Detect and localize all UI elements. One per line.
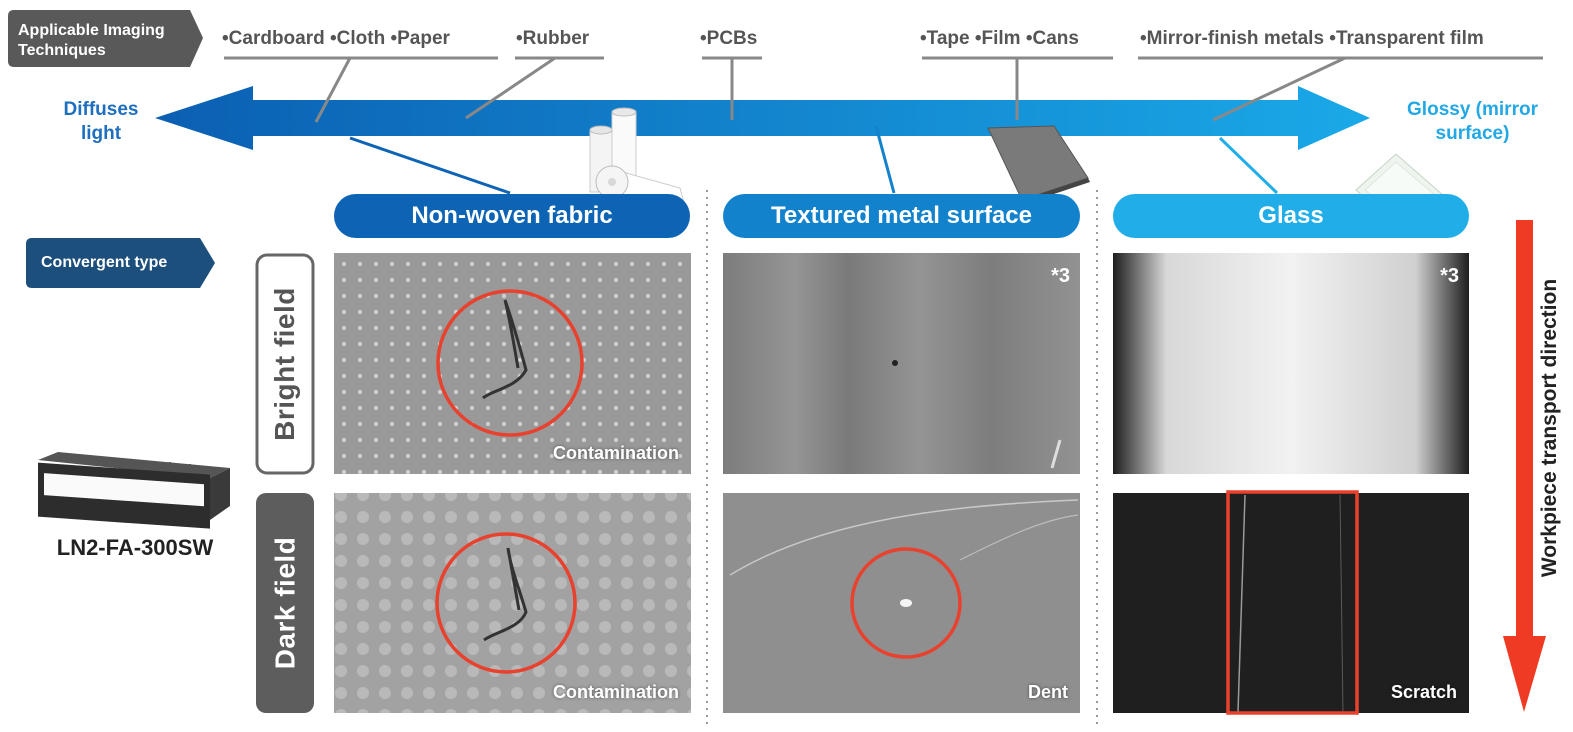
applicable-imaging-techniques-label: Applicable Imaging Techniques xyxy=(18,22,165,59)
panel-nonwoven-bright xyxy=(334,253,691,474)
materials-group-1: •Cardboard •Cloth •Paper xyxy=(222,28,450,49)
materials-group-3: •PCBs xyxy=(700,28,758,49)
panel-glass-dark-overlay: Scratch xyxy=(1113,493,1469,713)
pill-bg-nonwoven xyxy=(334,194,690,238)
panel-glass-bright xyxy=(1113,253,1469,474)
model-name: LN2-FA-300SW xyxy=(56,535,214,560)
leader-glass xyxy=(1218,136,1279,195)
panel-nonwoven-bright-overlay: Contamination xyxy=(334,253,691,474)
note-glass: *3 xyxy=(1440,265,1459,287)
gloss-axis-arrow xyxy=(155,86,1370,150)
row-label-box-dark xyxy=(256,493,314,713)
note-metal: *3 xyxy=(1051,265,1070,287)
panel-metal-dark-overlay: Dent xyxy=(723,493,1080,713)
column-textured-metal: Textured metal surface xyxy=(771,202,1032,229)
label-scratch: Scratch xyxy=(1390,682,1457,702)
materials-group-2: •Rubber xyxy=(516,28,590,49)
panel-nonwoven-dark-overlay: Contamination xyxy=(334,493,691,713)
transport-direction-text: Workpiece transport direction xyxy=(1538,278,1561,577)
convergent-tag-shape xyxy=(26,238,215,288)
row-bright-field: Bright field xyxy=(257,255,313,473)
label-dent: Dent xyxy=(1028,682,1068,702)
pill-bg-glass xyxy=(1113,194,1469,238)
diffuses-light-label: Diffuses light xyxy=(63,99,139,144)
panel-metal-bright xyxy=(723,253,1080,474)
materials-group-4: •Tape •Film •Cans xyxy=(920,28,1079,49)
materials-group-5: •Mirror-finish metals •Transparent film xyxy=(1140,28,1484,49)
metal-sheet-icon xyxy=(987,125,1090,204)
transport-direction-arrow xyxy=(1503,220,1546,712)
material-underlines xyxy=(224,56,1543,123)
row-dark-field: Dark field xyxy=(256,493,314,713)
convergent-type-label: Convergent type xyxy=(41,254,168,271)
column-nonwoven-fabric: Non-woven fabric xyxy=(411,202,613,229)
row-label-box-bright xyxy=(255,253,315,475)
leader-nonwoven xyxy=(349,136,511,195)
label-contamination-bright: Contamination xyxy=(553,443,679,463)
pill-bg-metal xyxy=(723,194,1080,238)
label-contamination-dark: Contamination xyxy=(553,682,679,702)
header-tag-shape xyxy=(8,10,203,67)
row-dark-field-text: Dark field xyxy=(269,536,301,670)
panel-nonwoven-dark xyxy=(334,493,691,713)
glossy-label: Glossy (mirror surface) xyxy=(1407,99,1538,144)
transport-direction-label: Workpiece transport direction xyxy=(1530,235,1570,620)
panel-glass-dark xyxy=(1113,490,1469,715)
leader-metal xyxy=(874,125,896,194)
panel-metal-dark xyxy=(723,493,1080,713)
panel-glass-bright-overlay: *3 xyxy=(1113,253,1469,474)
panel-metal-bright-overlay: *3 xyxy=(723,253,1080,474)
row-bright-field-text: Bright field xyxy=(269,287,301,441)
led-light-bar-icon xyxy=(38,452,230,529)
column-glass: Glass xyxy=(1258,202,1324,229)
